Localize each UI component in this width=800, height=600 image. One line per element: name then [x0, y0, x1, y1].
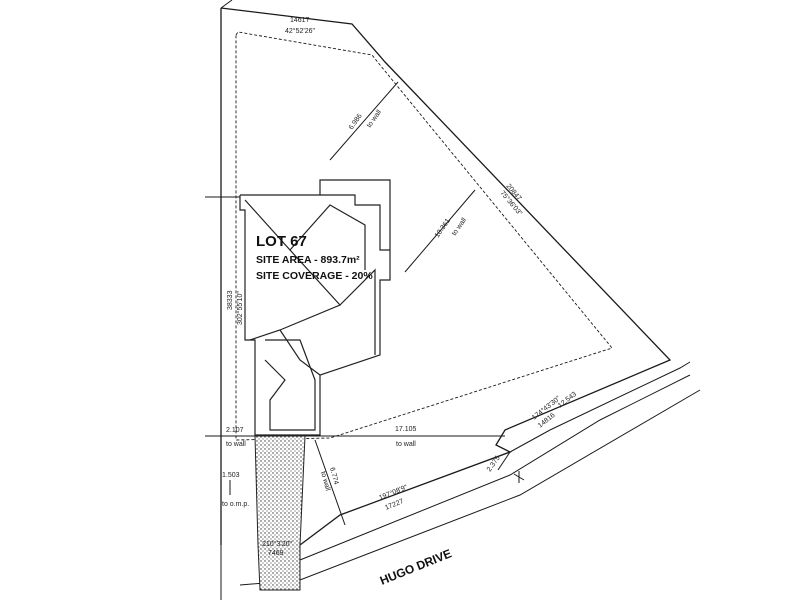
top-length-label: 14617 — [290, 17, 310, 24]
setback-right-leader — [404, 189, 476, 273]
driveway — [254, 435, 306, 591]
top-bearing-label: 42°52'26" — [285, 27, 315, 35]
road-name: HUGO DRIVE — [378, 546, 454, 587]
bottom-length-label: 7469 — [268, 550, 284, 557]
lot-site-area: SITE AREA - 893.7m² — [256, 254, 360, 266]
road-edge-bottom — [239, 389, 701, 586]
front-length-label: 17227 — [384, 498, 405, 512]
setback-top-note: to wall — [366, 109, 383, 130]
wall-left-note: to wall — [226, 441, 246, 448]
side-1503-label: 1.503 — [222, 472, 240, 479]
side-1503-note: to o.m.p. — [222, 501, 249, 508]
front-setback-leader — [314, 439, 346, 526]
house-garage — [264, 339, 316, 431]
left-bearing-label: 302°55'10" — [236, 291, 244, 325]
house-roof-ridge-1 — [244, 199, 366, 270]
setback-top-leader — [329, 81, 399, 161]
lot-title: LOT 67 — [256, 233, 307, 250]
left-length-label: 38333 — [227, 290, 234, 310]
building-envelope — [235, 31, 613, 441]
setback-right-label: 10.361 — [434, 218, 452, 240]
wall-mid-note: to wall — [396, 441, 416, 448]
front-setback-note: to wall — [319, 471, 331, 492]
house-roof-ridge-3 — [339, 268, 376, 355]
front-setback-label: 6.774 — [328, 467, 339, 486]
house-step-top — [320, 194, 390, 251]
small-2375-label: 2.375 — [486, 455, 502, 473]
front-bearing-label: 197°08'9" — [378, 483, 409, 502]
house-roof-ridge-2 — [249, 249, 342, 341]
setback-top-label: 6.986 — [348, 113, 364, 131]
road-edge-upper — [509, 361, 691, 453]
setback-right-note: to wall — [451, 217, 468, 238]
lot-site-coverage: SITE COVERAGE - 20% — [256, 270, 373, 282]
wall-left-label: 2.107 — [226, 427, 244, 434]
bottom-bearing-label: 210°3'20" — [262, 540, 292, 548]
wall-mid-label: 17.105 — [395, 426, 417, 433]
small-2375-leader — [497, 451, 511, 471]
lot-boundary-outer — [220, 7, 672, 546]
lot-boundary-top-extension — [220, 0, 233, 9]
road-edge-lower — [299, 374, 691, 561]
house-roof-ridge-4 — [279, 329, 321, 376]
